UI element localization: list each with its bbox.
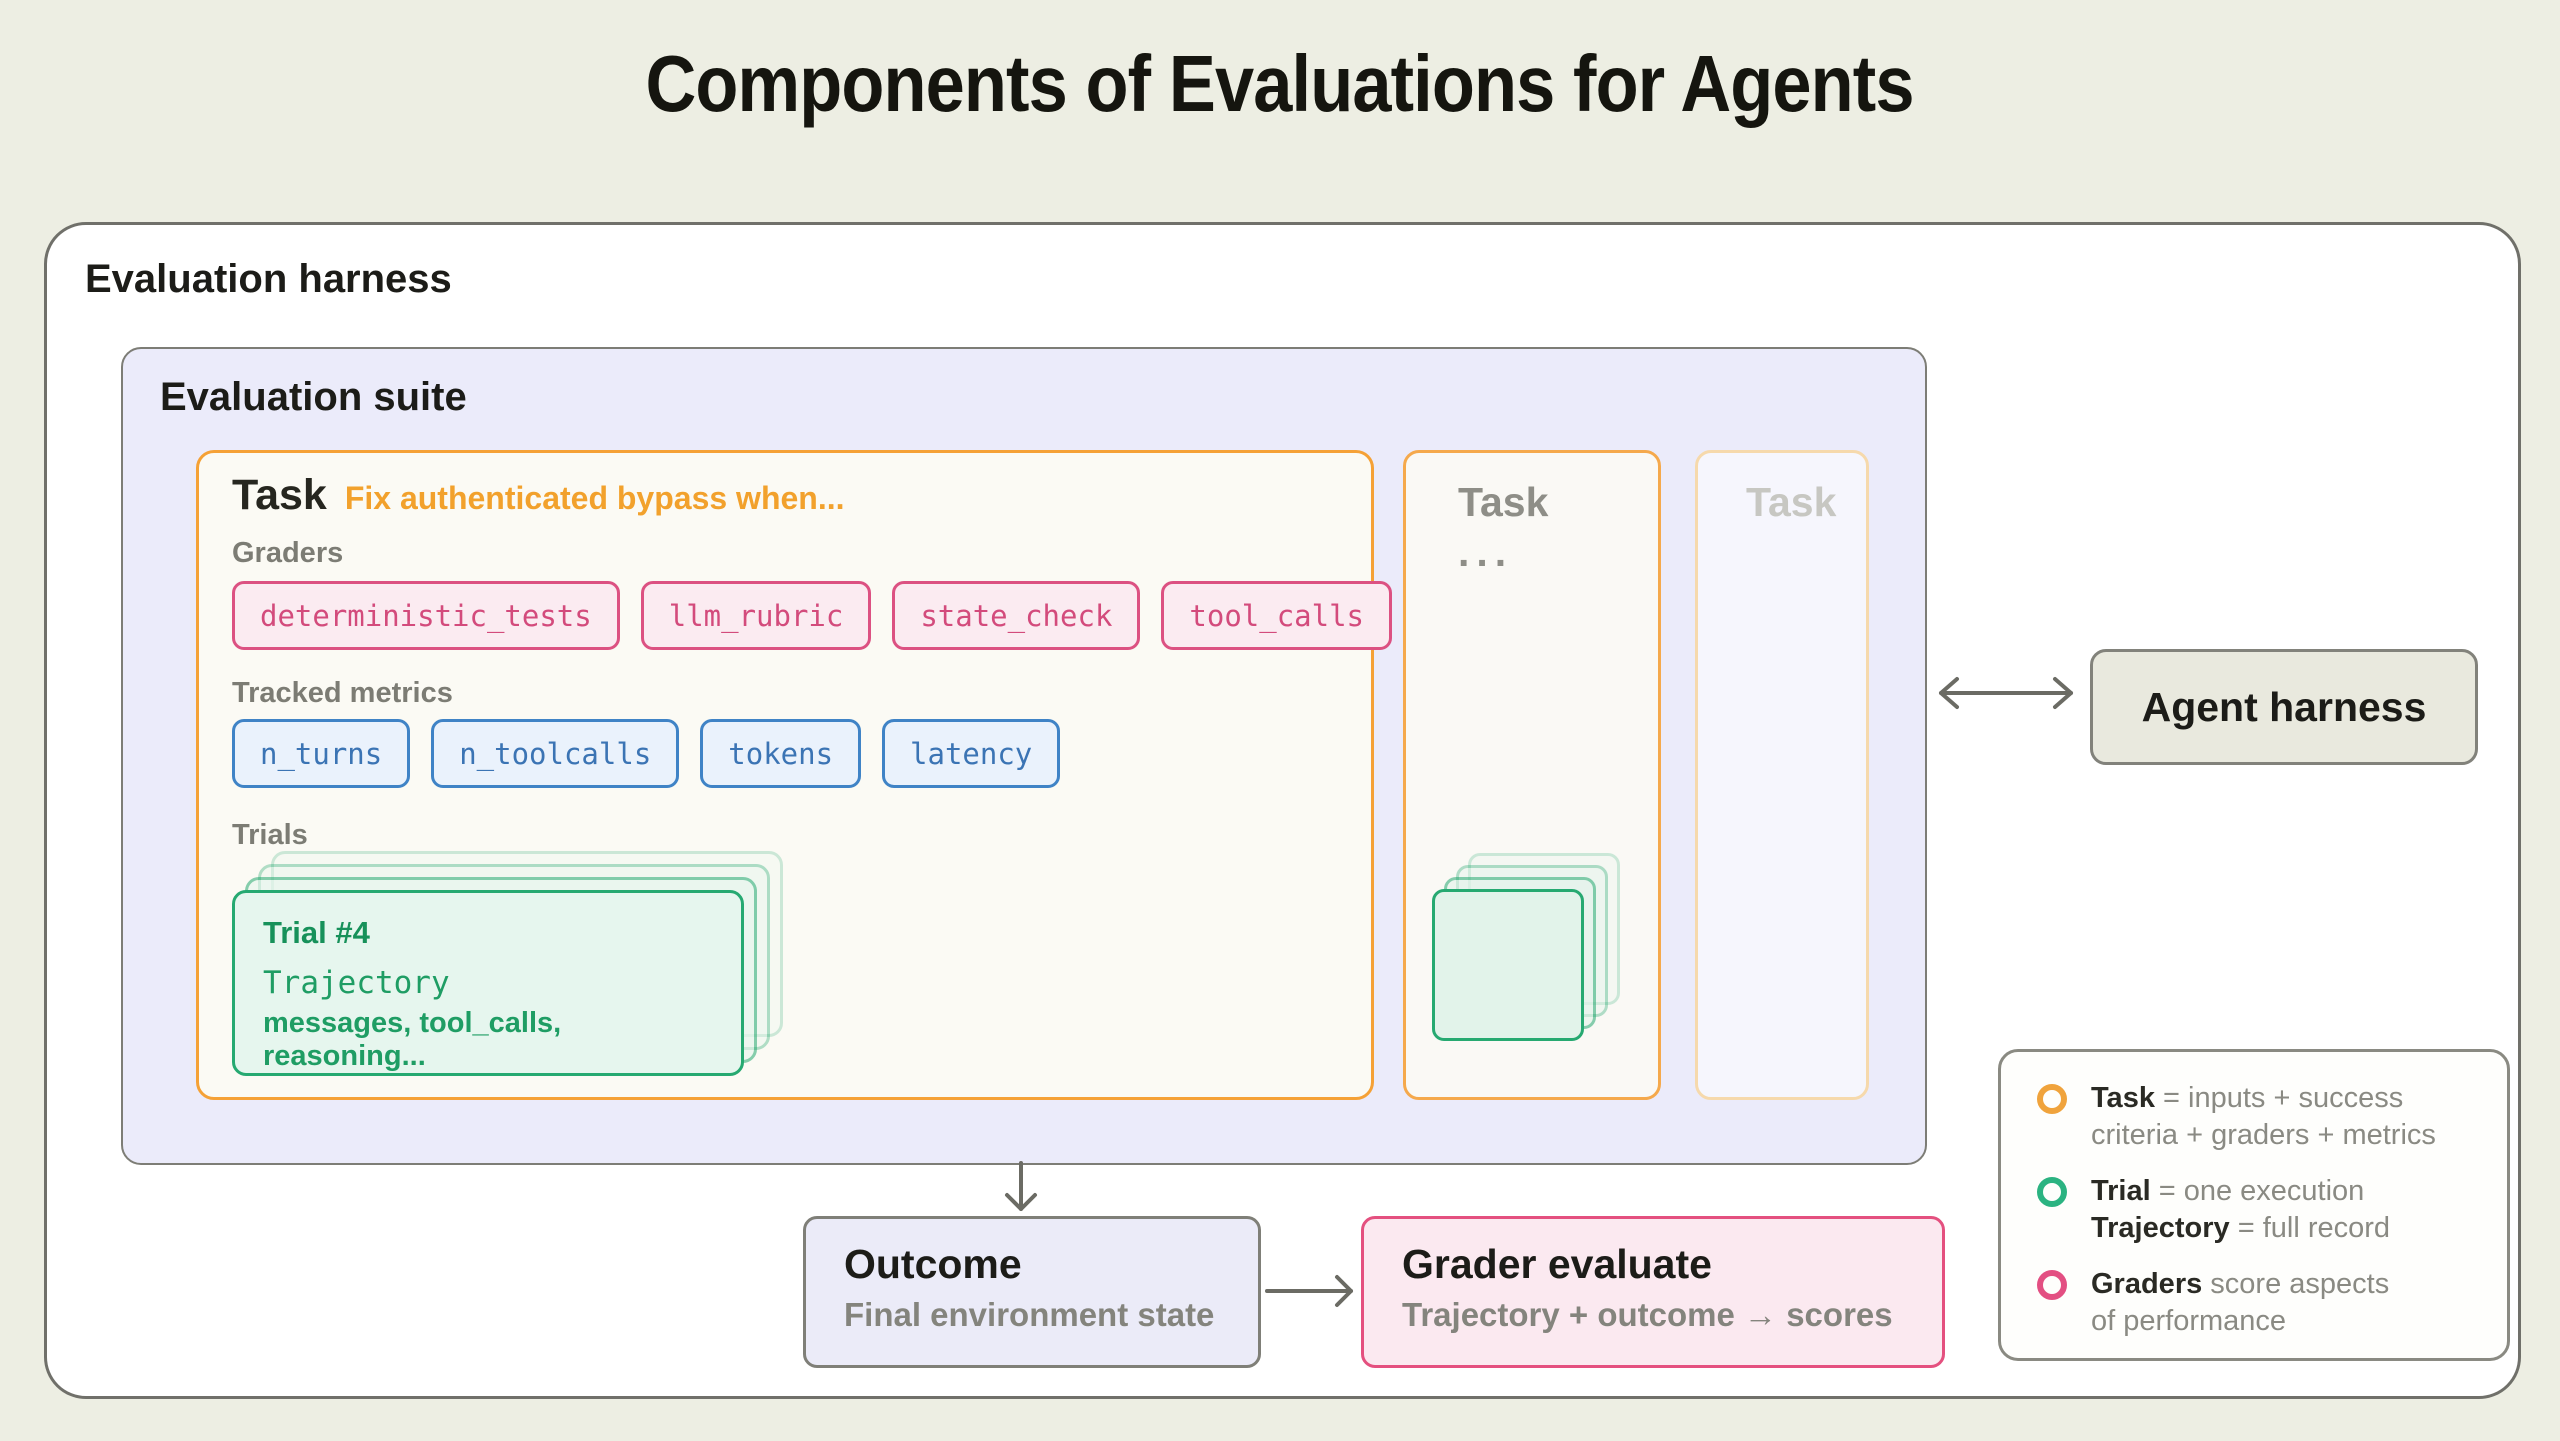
metric-chip: tokens (700, 719, 862, 788)
metric-chip: n_turns (232, 719, 411, 788)
agent-harness-label: Agent harness (2141, 683, 2427, 730)
grader-evaluate-subtitle: Trajectory + outcome → scores (1402, 1296, 1893, 1333)
right-arrow-icon (1265, 1275, 1353, 1307)
metric-chip: latency (882, 719, 1061, 788)
grader-chip: tool_calls (1161, 581, 1393, 650)
legend-line: Trial = one execution (2091, 1175, 2365, 1207)
graders-chip-row: deterministic_tests llm_rubric state_che… (232, 581, 1393, 650)
legend-item-task: Task = inputs + success criteria + grade… (2037, 1080, 2507, 1154)
agent-harness-box: Agent harness (2090, 649, 2478, 765)
task-header: Task Fix authenticated bypass when... (232, 471, 845, 520)
trial-title: Trial #4 (263, 915, 370, 950)
trial-trajectory-label: Trajectory (263, 965, 450, 1001)
trial-card: Trial #4 Trajectory messages, tool_calls… (232, 890, 744, 1076)
outcome-title: Outcome (844, 1241, 1022, 1287)
grader-chip: state_check (892, 581, 1141, 650)
trial-card-stack: Trial #4 Trajectory messages, tool_calls… (232, 851, 832, 1083)
outcome-subtitle: Final environment state (844, 1296, 1215, 1333)
task-card-faded: Task (1695, 450, 1869, 1100)
task-faded-title: Task (1746, 479, 1837, 525)
evaluation-harness-label: Evaluation harness (85, 257, 452, 301)
graders-section-label: Graders (232, 537, 344, 569)
legend-item-trial: Trial = one execution Trajectory = full … (2037, 1173, 2507, 1247)
trial-detail: messages, tool_calls, reasoning... (263, 1007, 562, 1072)
bidirectional-arrow-icon (1939, 677, 2073, 709)
trial-ring-icon (2037, 1177, 2067, 1207)
legend-line: Trajectory = full record (2091, 1212, 2391, 1244)
task-description: Fix authenticated bypass when... (344, 480, 845, 516)
task-collapsed-title: Task (1458, 479, 1549, 525)
metrics-chip-row: n_turns n_toolcalls tokens latency (232, 719, 1061, 788)
legend-item-graders: Graders score aspects of performance (2037, 1266, 2507, 1340)
task-ring-icon (2037, 1084, 2067, 1114)
legend-box: Task = inputs + success criteria + grade… (1998, 1049, 2510, 1361)
legend-line: criteria + graders + metrics (2091, 1119, 2436, 1151)
evaluation-suite-label: Evaluation suite (160, 375, 467, 419)
task-card-main: Task Fix authenticated bypass when... Gr… (196, 450, 1393, 1100)
task-card-collapsed: Task ... (1403, 450, 1661, 1100)
task-collapsed-ellipsis: ... (1458, 529, 1514, 575)
evaluation-suite-box: Evaluation suite Task Fix authenticated … (121, 347, 1927, 1165)
trial-mini-stack (1432, 853, 1642, 1058)
legend-line: Graders score aspects (2091, 1268, 2390, 1300)
legend-line: of performance (2091, 1305, 2287, 1337)
down-arrow-icon (1005, 1161, 1037, 1211)
page-title: Components of Evaluations for Agents (645, 39, 1915, 128)
grader-chip: deterministic_tests (232, 581, 620, 650)
evaluation-harness-box: Evaluation harness Evaluation suite Task… (44, 222, 2521, 1399)
grader-chip: llm_rubric (640, 581, 872, 650)
task-title: Task (232, 471, 327, 519)
outcome-box: Outcome Final environment state (803, 1216, 1261, 1368)
grader-evaluate-title: Grader evaluate (1402, 1241, 1712, 1287)
legend-line: Task = inputs + success (2091, 1082, 2404, 1114)
metrics-section-label: Tracked metrics (232, 677, 453, 709)
graders-ring-icon (2037, 1270, 2067, 1300)
trials-section-label: Trials (232, 819, 308, 851)
metric-chip: n_toolcalls (431, 719, 680, 788)
grader-evaluate-box: Grader evaluate Trajectory + outcome → s… (1361, 1216, 1945, 1368)
trial-card (1432, 889, 1584, 1041)
